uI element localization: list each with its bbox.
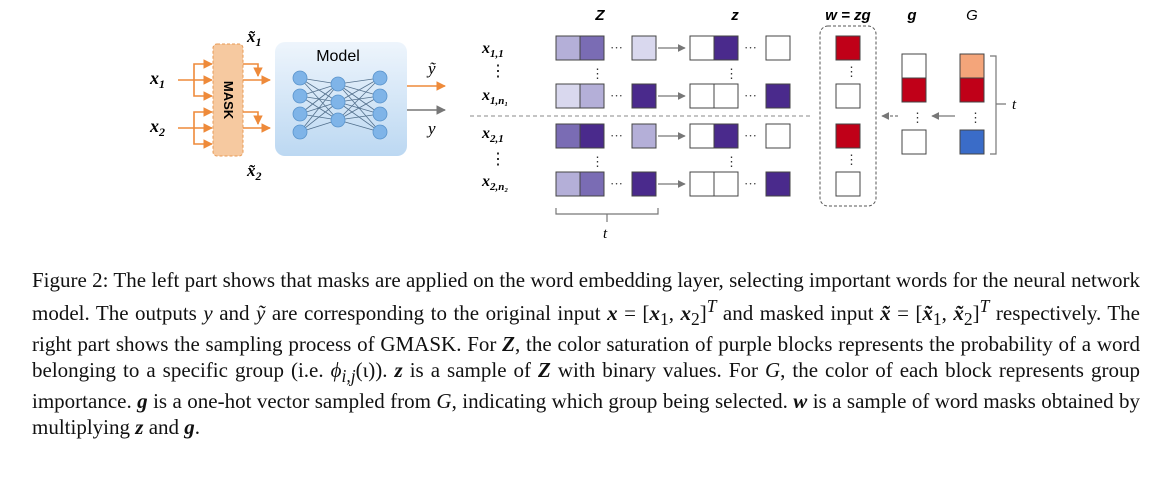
row-ellipsis-1: ⋮ [490,63,506,80]
svg-text:···: ··· [610,88,623,103]
input-x1: x1 [149,68,165,91]
w-blocks [835,35,861,197]
mask-layer [212,43,244,157]
figure-caption: Figure 2: The left part shows that masks… [32,268,1141,439]
t-brace-right [990,55,1006,155]
z-sample-blocks [689,35,791,197]
svg-text:⋮: ⋮ [591,66,604,81]
svg-text:···: ··· [610,40,623,55]
svg-text:···: ··· [744,88,757,103]
svg-text:⋮: ⋮ [845,64,858,79]
svg-text:⋮: ⋮ [591,154,604,169]
input-arrows [178,59,213,149]
svg-text:···: ··· [610,176,623,191]
svg-text:···: ··· [610,128,623,143]
masked-x2-label: x̃2 [246,161,262,183]
t-label-bottom: t [603,226,608,242]
mask-to-model-arrows [243,63,271,133]
Z-probability-blocks [555,35,657,197]
t-label-right: t [1012,97,1017,113]
Z-ellipses: ··· ··· ··· ··· ⋮ ⋮ [591,40,623,191]
w-ellipses: ⋮ ⋮ [845,64,858,167]
svg-text:⋮: ⋮ [725,66,738,81]
masked-x1-label: x̃1 [246,27,262,49]
Z-to-z-arrows [658,44,686,188]
z-ellipses: ··· ··· ··· ··· ⋮ ⋮ [725,40,757,191]
neural-net-icon [292,70,388,140]
mask-label: MASK [221,81,236,120]
gmask-figure: x1 x2 MASK x̃1 x̃2 Model [149,7,1017,242]
header-g: g [906,7,916,24]
svg-text:⋮: ⋮ [725,154,738,169]
header-G: G [966,7,978,24]
svg-text:···: ··· [744,176,757,191]
g-blocks [901,53,927,155]
w-container [819,25,877,207]
left-diagram: x1 x2 MASK x̃1 x̃2 Model [149,27,446,183]
svg-text:⋮: ⋮ [845,152,858,167]
svg-text:···: ··· [744,40,757,55]
model-label: Model [316,48,360,65]
G-blocks [959,53,985,155]
right-diagram: Z z w = zg g G x1,1 x1,n₁ x2,1 x2,n₂ ⋮ ⋮ [470,7,1017,242]
g-ellipsis: ⋮ [911,110,924,125]
row-label-x2n2: x2,n₂ [481,173,508,193]
header-Z: Z [594,7,605,24]
G-ellipsis: ⋮ [969,110,982,125]
t-brace [555,208,659,222]
row-label-x21: x2,1 [481,125,504,145]
row-label-x11: x1,1 [481,40,504,60]
output-y-tilde: ỹ [426,59,436,78]
input-x2: x2 [149,116,165,139]
row-label-x1n1: x1,n₁ [481,87,508,107]
header-w: w = zg [825,7,870,24]
output-y: y [426,119,436,138]
header-z: z [730,7,739,24]
row-ellipsis-2: ⋮ [490,151,506,168]
svg-text:···: ··· [744,128,757,143]
